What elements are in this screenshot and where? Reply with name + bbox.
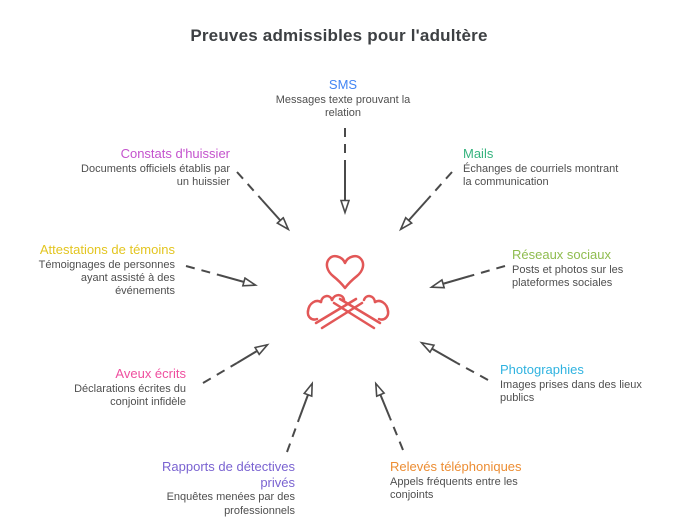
right-hand-finger: [320, 301, 364, 330]
node-attestations-temoins-label: Attestations de témoins: [39, 242, 175, 257]
arrow-reseaux-sociaux: [432, 265, 506, 287]
node-aveux-ecrits-label: Aveux écrits: [115, 366, 186, 381]
node-releves-telephoniques-description: Appels fréquents entre les conjoints: [390, 475, 518, 501]
node-rapports-detectives-description: Enquêtes menées par des professionnels: [166, 491, 295, 517]
heart-crossed-fingers-icon: [306, 254, 390, 330]
node-sms-label: SMS: [328, 77, 358, 92]
node-constats-huissier: Constats d'huissier Documents officiels …: [78, 146, 230, 189]
left-hand-knuckles: [306, 299, 323, 313]
arrow-mails: [401, 171, 453, 229]
diagram-title: Preuves admissibles pour l'adultère: [190, 26, 488, 45]
arrow-rapports-detectives: [286, 384, 312, 453]
node-photographies-description: Images prises dans des lieux publics: [500, 378, 642, 404]
arrow-releves-telephoniques: [376, 384, 404, 451]
right-hand-finger: [314, 297, 358, 325]
node-sms: SMS Messages texte prouvant la relation: [261, 77, 425, 120]
node-releves-telephoniques-label: Relevés téléphoniques: [390, 459, 522, 474]
node-reseaux-sociaux: Réseaux sociaux Posts et photos sur les …: [512, 247, 652, 290]
node-mails: Mails Échanges de courriels montrant la …: [463, 146, 621, 189]
node-attestations-temoins: Attestations de témoins Témoignages de p…: [22, 242, 175, 299]
node-rapports-detectives: Rapports de détectives privés Enquêtes m…: [130, 459, 295, 518]
right-hand-palm: [377, 309, 390, 321]
node-constats-huissier-description: Documents officiels établis par un huiss…: [81, 162, 230, 188]
node-rapports-detectives-label: Rapports de détectives privés: [162, 459, 295, 490]
left-hand-knuckles: [319, 294, 334, 304]
right-hand-knuckles: [373, 299, 390, 313]
node-reseaux-sociaux-label: Réseaux sociaux: [512, 247, 611, 262]
node-photographies: Photographies Images prises dans des lie…: [500, 362, 668, 405]
node-mails-description: Échanges de courriels montrant la commun…: [463, 162, 619, 188]
node-attestations-temoins-description: Témoignages de personnes ayant assisté à…: [38, 258, 175, 298]
node-constats-huissier-label: Constats d'huissier: [120, 146, 230, 161]
node-aveux-ecrits-description: Déclarations écrites du conjoint infidèl…: [74, 382, 186, 408]
left-hand-finger: [338, 297, 382, 325]
arrow-attestations-temoins: [185, 265, 255, 285]
node-reseaux-sociaux-description: Posts et photos sur les plateformes soci…: [512, 263, 624, 289]
node-photographies-label: Photographies: [500, 362, 584, 377]
node-sms-description: Messages texte prouvant la relation: [275, 93, 411, 119]
arrow-aveux-ecrits: [202, 345, 267, 384]
node-mails-label: Mails: [463, 146, 494, 161]
arrow-photographies: [422, 343, 489, 381]
node-releves-telephoniques: Relevés téléphoniques Appels fréquents e…: [390, 459, 542, 502]
right-hand-knuckles: [362, 294, 377, 304]
heart-outline: [325, 254, 365, 290]
left-hand-palm: [306, 309, 319, 321]
arrow-constats-huissier: [236, 171, 288, 229]
left-hand-knuckles: [330, 293, 346, 302]
node-aveux-ecrits: Aveux écrits Déclarations écrites du con…: [45, 366, 186, 409]
